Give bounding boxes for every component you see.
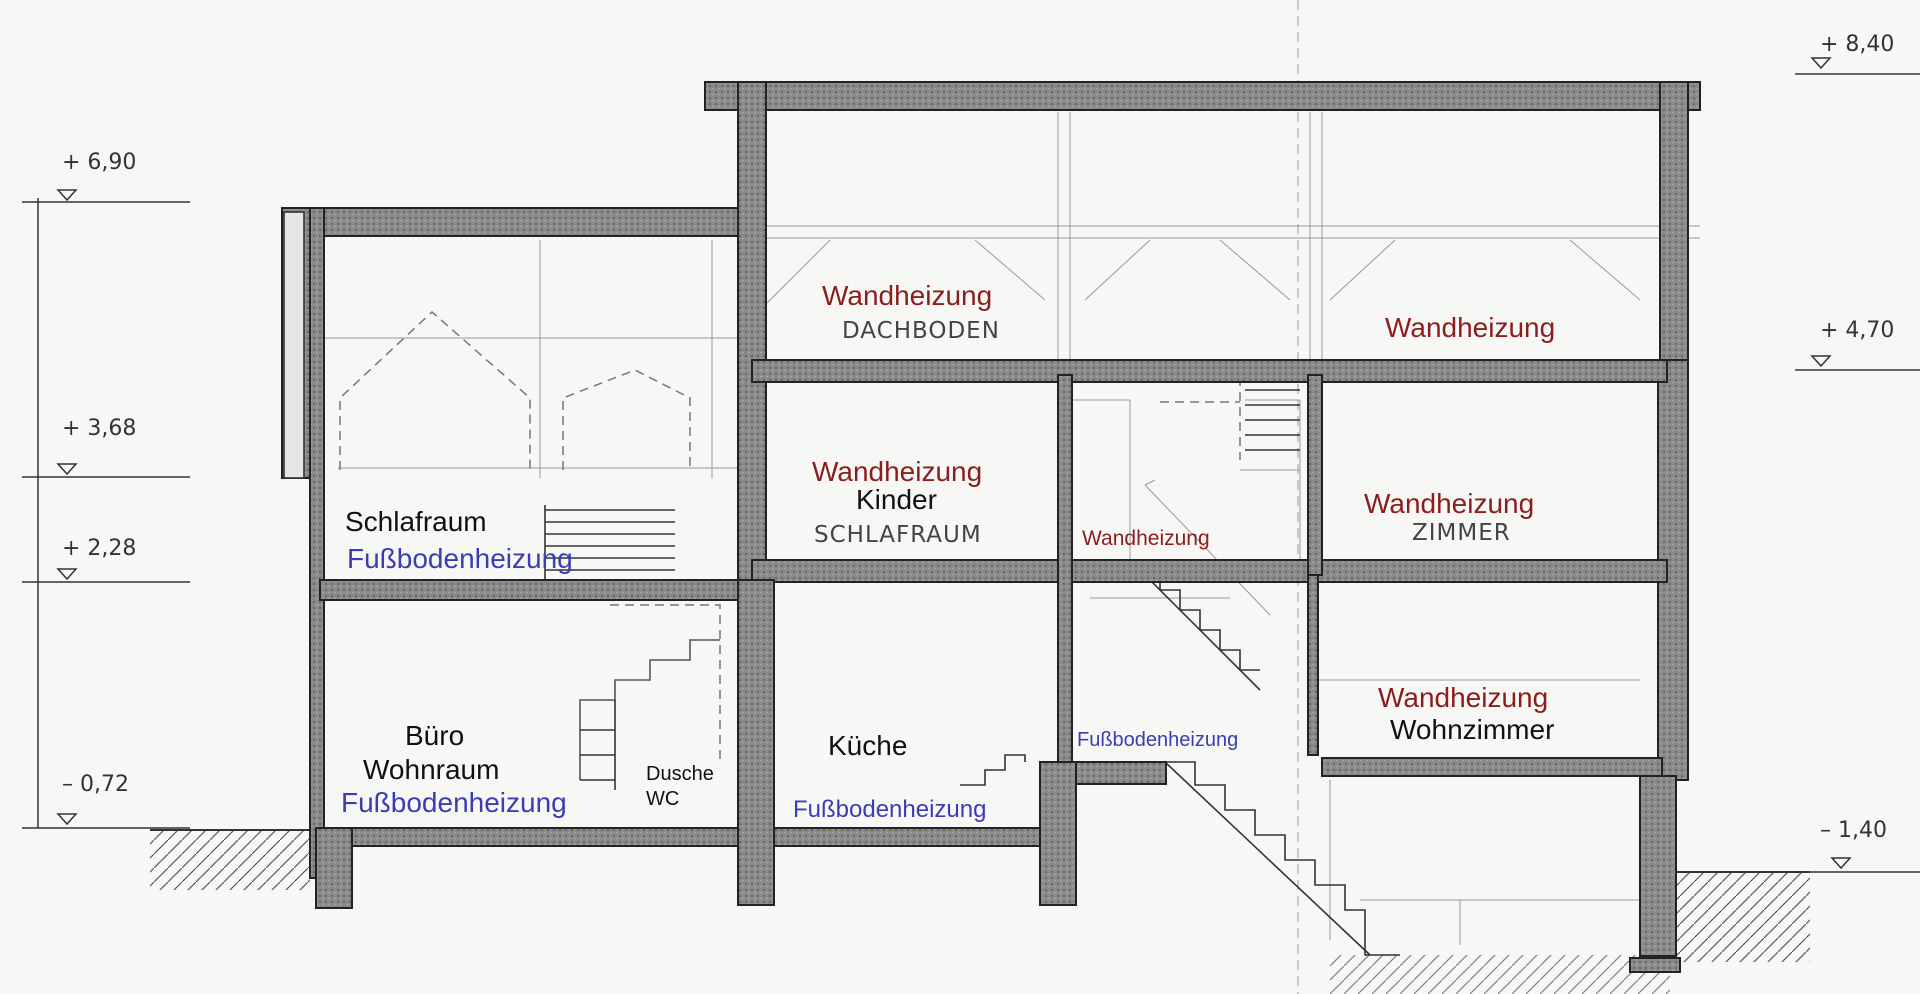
level-label-690: + 6,90 (62, 150, 137, 175)
dusche-label: Dusche (646, 763, 714, 785)
wc-label: WC (646, 788, 680, 810)
buero-heating-label: Fußbodenheizung (341, 787, 567, 818)
level-label-470: + 4,70 (1820, 318, 1895, 343)
stair-upper-heating-label: Wandheizung (1082, 527, 1210, 550)
kinder-label: Kinder (856, 484, 937, 515)
level-label-072: – 0,72 (62, 772, 129, 797)
zimmer-heating-label: Wandheizung (1364, 488, 1535, 519)
kinder-heating-label: Wandheizung (812, 456, 983, 487)
wohnraum-label: Wohnraum (363, 754, 500, 785)
level-label-228: + 2,28 (62, 536, 137, 561)
ground (150, 829, 1810, 994)
kueche-label: Küche (828, 730, 908, 761)
left-outer-wall (283, 211, 305, 479)
kinder-schlafraum-label: SCHLAFRAUM (814, 522, 982, 548)
stair-lower-heating-label: Fußbodenheizung (1077, 729, 1239, 751)
attic-right-heating-label: Wandheizung (1385, 312, 1556, 343)
guide-lines (282, 0, 1700, 994)
level-label-840: + 8,40 (1820, 32, 1895, 57)
dachboden-name-label: DACHBODEN (842, 318, 1000, 344)
schlafraum-heating-label: Fußbodenheizung (347, 543, 573, 574)
dachboden-heating-label: Wandheizung (822, 280, 993, 311)
kueche-heating-label: Fußbodenheizung (793, 796, 987, 823)
level-scale-right (1795, 57, 1920, 873)
schlafraum-label: Schlafraum (345, 506, 487, 537)
dormer-dashes (339, 310, 1241, 760)
wohnzimmer-label: Wohnzimmer (1390, 714, 1555, 745)
wohnzimmer-heating-label: Wandheizung (1378, 682, 1549, 713)
buero-label: Büro (405, 720, 465, 751)
zimmer-name-label: ZIMMER (1412, 520, 1511, 546)
level-label-368: + 3,68 (62, 416, 137, 441)
level-label-140: – 1,40 (1820, 818, 1887, 843)
level-scale-left (22, 189, 190, 829)
